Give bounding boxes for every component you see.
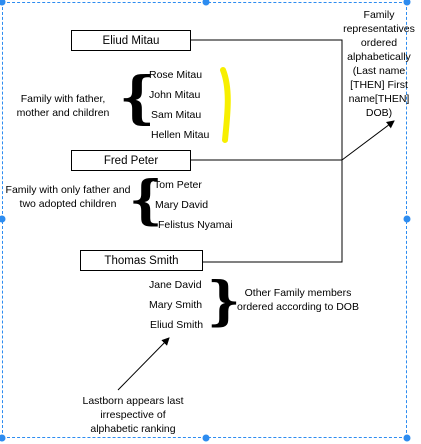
family2-brace: { <box>129 170 163 231</box>
resize-handle-bottom-left[interactable] <box>0 434 6 442</box>
family1-member: Rose Mitau <box>149 69 203 81</box>
arrow-to-eliud-smith <box>117 337 170 391</box>
family1-member: John Mitau <box>149 89 201 101</box>
resize-handle-top[interactable] <box>202 0 210 6</box>
resize-handle-top-left[interactable] <box>0 0 6 6</box>
resize-handle-top-right[interactable] <box>403 0 411 6</box>
representative-box-thomas[interactable]: Thomas Smith <box>80 250 203 271</box>
other-member: Eliud Smith <box>150 319 204 331</box>
others-caption: Other Family members ordered according t… <box>237 287 359 313</box>
resize-handle-right[interactable] <box>403 215 411 223</box>
resize-handle-bottom-right[interactable] <box>403 434 411 442</box>
connector-eliud <box>190 39 343 263</box>
lastborn-note: Lastborn appears last irrespective of al… <box>82 395 184 435</box>
representative-label: Thomas Smith <box>104 254 179 267</box>
family2-caption: Family with only father and two adopted … <box>5 184 131 210</box>
family1-brace: { <box>119 65 156 131</box>
arrow-to-representatives-note <box>341 120 395 161</box>
family1-member: Hellen Mitau <box>151 129 210 141</box>
other-member: Jane David <box>149 279 202 291</box>
family2-member: Mary David <box>155 199 209 211</box>
representatives-note: Family representatives ordered alphabeti… <box>343 9 415 119</box>
resize-handle-bottom[interactable] <box>202 434 210 442</box>
highlight-mark <box>220 67 231 143</box>
representative-box-fred[interactable]: Fred Peter <box>71 150 191 171</box>
resize-handle-left[interactable] <box>0 215 6 223</box>
other-member: Mary Smith <box>149 299 203 311</box>
family2-member: Tom Peter <box>154 179 202 191</box>
family1-caption: Family with father, mother and children <box>16 93 110 119</box>
representative-label: Fred Peter <box>103 154 159 167</box>
family1-member: Sam Mitau <box>151 109 202 121</box>
family2-member: Felistus Nyamai <box>158 219 233 231</box>
representative-box-eliud[interactable]: Eliud Mitau <box>71 30 191 51</box>
representative-label: Eliud Mitau <box>102 34 160 47</box>
